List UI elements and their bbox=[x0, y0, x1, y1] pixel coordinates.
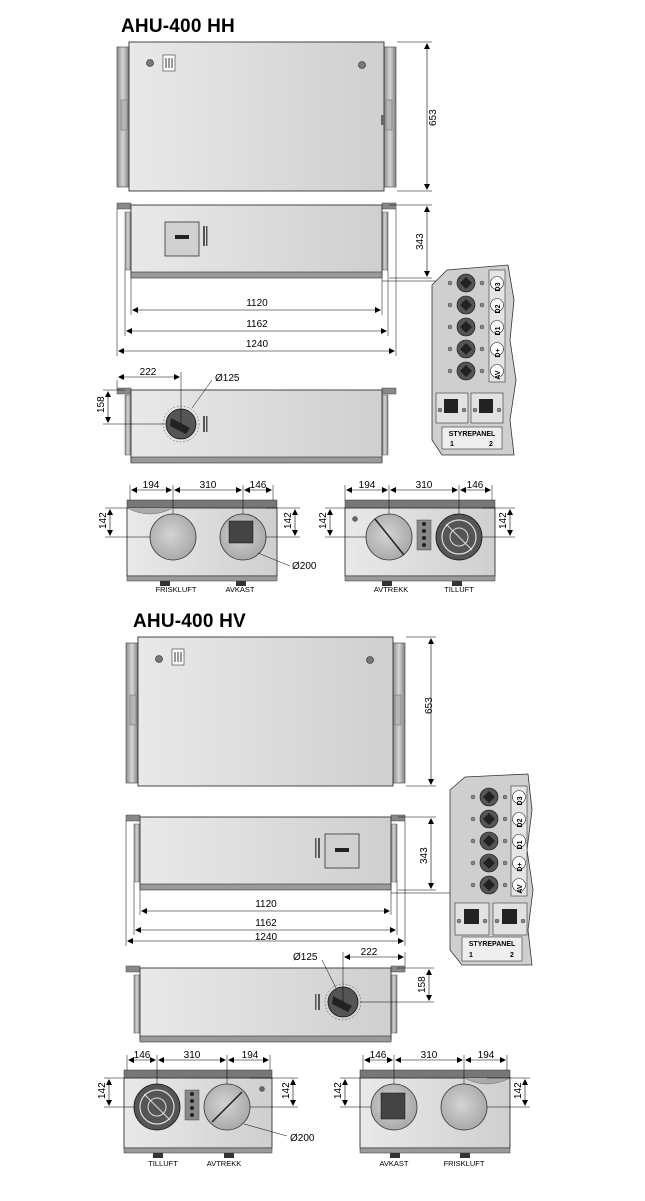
hv-dim-142-left-b: 142 bbox=[281, 1082, 292, 1099]
hv-connector-av: AV bbox=[517, 884, 524, 894]
hh-dim-194-right: 194 bbox=[359, 480, 376, 491]
hh-side-view bbox=[116, 202, 455, 356]
hh-connector-av: AV bbox=[495, 370, 502, 380]
hv-side-view bbox=[125, 814, 458, 946]
hv-top-view bbox=[125, 636, 436, 787]
hh-dim-200: Ø200 bbox=[292, 561, 317, 572]
hh-top-view bbox=[116, 41, 432, 192]
hv-dim-653: 653 bbox=[424, 697, 435, 714]
hv-connector-d2: D2 bbox=[517, 818, 524, 827]
hh-dim-142-right-b: 142 bbox=[498, 512, 509, 529]
hh-connector-d1: D1 bbox=[495, 326, 502, 335]
hh-dim-310-right: 310 bbox=[416, 480, 433, 491]
hv-connector-dplus: D+ bbox=[517, 862, 524, 871]
section-title-hh: AHU-400 HH bbox=[121, 16, 235, 37]
hh-dim-125: Ø125 bbox=[215, 373, 240, 384]
hv-control-panel bbox=[449, 773, 534, 966]
hv-dim-200: Ø200 bbox=[290, 1133, 315, 1144]
hh-dim-142-right-a: 142 bbox=[318, 512, 329, 529]
hv-side-view-2 bbox=[125, 952, 434, 1043]
hh-dim-1120: 1120 bbox=[246, 298, 268, 309]
hh-styrepanel-label: STYREPANEL bbox=[449, 431, 496, 438]
hv-dim-194-left: 194 bbox=[242, 1050, 259, 1061]
hh-dim-146-right: 146 bbox=[467, 480, 484, 491]
hv-port-1: 1 bbox=[469, 952, 473, 959]
hh-label-avtrekk: AVTREKK bbox=[374, 585, 408, 594]
hv-connector-d1: D1 bbox=[517, 840, 524, 849]
hh-label-tilluft: TILLUFT bbox=[444, 585, 474, 594]
hh-connector-dplus: D+ bbox=[495, 348, 502, 357]
hh-dim-142-left-b: 142 bbox=[283, 512, 294, 529]
hh-control-panel bbox=[431, 264, 517, 456]
hv-dim-146-right: 146 bbox=[370, 1050, 387, 1061]
hh-side-view-2 bbox=[103, 372, 397, 464]
hv-styrepanel-label: STYREPANEL bbox=[469, 941, 516, 948]
hh-dim-343: 343 bbox=[415, 233, 426, 250]
hv-dim-343: 343 bbox=[419, 847, 430, 864]
hh-dim-310-left: 310 bbox=[200, 480, 217, 491]
hh-label-friskluft: FRISKLUFT bbox=[156, 585, 197, 594]
hh-dim-222: 222 bbox=[140, 367, 157, 378]
section-title-hv: AHU-400 HV bbox=[133, 611, 246, 632]
hv-dim-1162: 1162 bbox=[255, 918, 277, 929]
hv-dim-310-right: 310 bbox=[421, 1050, 438, 1061]
hv-dim-310-left: 310 bbox=[184, 1050, 201, 1061]
hv-dim-142-left-a: 142 bbox=[97, 1082, 108, 1099]
hv-dim-222: 222 bbox=[361, 947, 378, 958]
hh-end-view-right bbox=[325, 485, 515, 586]
hv-dim-194-right: 194 bbox=[478, 1050, 495, 1061]
hv-label-friskluft: FRISKLUFT bbox=[444, 1159, 485, 1168]
hv-dim-1120: 1120 bbox=[255, 899, 277, 910]
hh-port-1: 1 bbox=[450, 441, 454, 448]
hh-label-avkast: AVKAST bbox=[225, 585, 254, 594]
hh-dim-158: 158 bbox=[96, 396, 107, 413]
hv-dim-158: 158 bbox=[417, 976, 428, 993]
hh-connector-d3: D3 bbox=[495, 282, 502, 291]
hv-dim-142-right-b: 142 bbox=[513, 1082, 524, 1099]
hh-port-2: 2 bbox=[489, 441, 493, 448]
hv-port-2: 2 bbox=[510, 952, 514, 959]
hv-label-avkast: AVKAST bbox=[379, 1159, 408, 1168]
hv-dim-125: Ø125 bbox=[293, 952, 318, 963]
hh-dim-653: 653 bbox=[428, 109, 439, 126]
hv-label-tilluft: TILLUFT bbox=[148, 1159, 178, 1168]
hv-end-view-right bbox=[340, 1055, 530, 1158]
hv-connector-d3: D3 bbox=[517, 796, 524, 805]
hh-dim-194-left: 194 bbox=[143, 480, 160, 491]
hh-dim-146-left: 146 bbox=[250, 480, 267, 491]
hv-end-view-left bbox=[104, 1055, 298, 1158]
hh-dim-1240: 1240 bbox=[246, 339, 269, 350]
hv-dim-142-right-a: 142 bbox=[333, 1082, 344, 1099]
hh-connector-d2: D2 bbox=[495, 304, 502, 313]
hh-end-view-left bbox=[105, 485, 300, 586]
hh-dim-142-left-a: 142 bbox=[98, 512, 109, 529]
hv-dim-146-left: 146 bbox=[134, 1050, 151, 1061]
hv-dim-1240: 1240 bbox=[255, 932, 278, 943]
hh-dim-1162: 1162 bbox=[246, 319, 268, 330]
hv-label-avtrekk: AVTREKK bbox=[207, 1159, 241, 1168]
